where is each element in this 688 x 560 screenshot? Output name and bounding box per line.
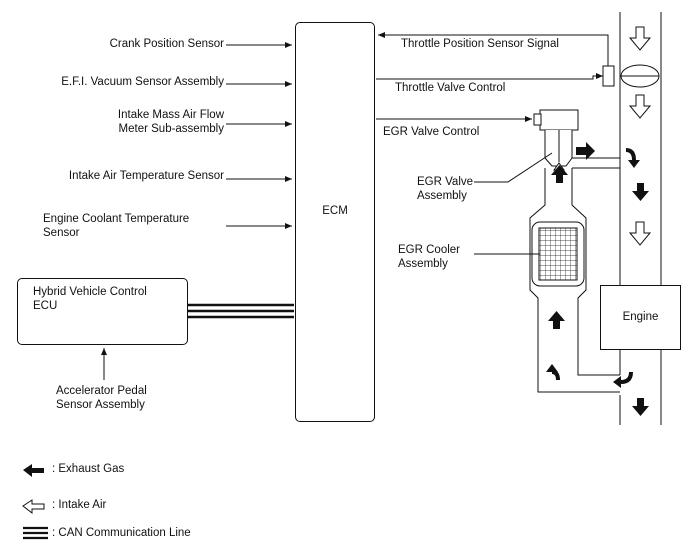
crank-position-sensor-label: Crank Position Sensor bbox=[109, 38, 224, 50]
egr-valve-control-label: EGR Valve Control bbox=[383, 126, 480, 138]
hybrid-ecu-box bbox=[17, 278, 188, 345]
egr-valve-leader bbox=[474, 152, 553, 183]
coolant-temp-sensor-label-line2: Sensor bbox=[43, 227, 80, 239]
maf-meter-label-line2: Meter Sub-assembly bbox=[118, 123, 224, 135]
accelerator-sensor-label-line1: Accelerator Pedal bbox=[56, 385, 147, 397]
egr-passage bbox=[529, 157, 620, 393]
throttle-position-sensor bbox=[602, 65, 615, 87]
egr-cooler-assembly-label-line1: EGR Cooler bbox=[398, 244, 460, 256]
ecm-box bbox=[295, 22, 375, 422]
ecm-label: ECM bbox=[322, 205, 348, 217]
engine-box bbox=[600, 285, 681, 350]
egr-valve-assembly-label-line1: EGR Valve bbox=[417, 176, 474, 188]
throttle-signal-line bbox=[378, 32, 609, 66]
exhaust-gas-arrows bbox=[546, 142, 649, 416]
legend-symbols bbox=[22, 464, 48, 540]
legend-intake-air: : Intake Air bbox=[52, 499, 107, 511]
intake-air-temp-sensor-label: Intake Air Temperature Sensor bbox=[68, 170, 224, 182]
egr-valve-assembly-label-line2: Assembly bbox=[417, 190, 467, 202]
can-legend-lines bbox=[23, 526, 48, 540]
legend-exhaust-gas: : Exhaust Gas bbox=[52, 463, 125, 475]
maf-meter-label-line1: Intake Mass Air Flow bbox=[117, 109, 224, 121]
can-communication-lines bbox=[187, 303, 294, 319]
hybrid-ecu-label-line1: Hybrid Vehicle Control bbox=[33, 286, 147, 298]
throttle-valve-control-label: Throttle Valve Control bbox=[395, 82, 506, 94]
engine-label: Engine bbox=[622, 311, 659, 323]
coolant-temp-sensor-label-line1: Engine Coolant Temperature bbox=[43, 213, 190, 225]
intake-legend-arrow bbox=[22, 499, 45, 515]
egr-cooler-assembly-label-line2: Assembly bbox=[398, 258, 448, 270]
efi-vacuum-sensor-label: E.F.I. Vacuum Sensor Assembly bbox=[61, 76, 224, 88]
throttle-control-line bbox=[376, 73, 603, 80]
exhaust-legend-arrow bbox=[23, 464, 44, 477]
legend-can-line: : CAN Communication Line bbox=[52, 527, 191, 539]
egr-valve-assembly bbox=[533, 109, 579, 171]
accelerator-sensor-label-line2: Sensor Assembly bbox=[56, 399, 145, 411]
throttle-position-signal-label: Throttle Position Sensor Signal bbox=[401, 38, 559, 50]
intake-air-arrows bbox=[628, 26, 652, 246]
hybrid-ecu-label-line2: ECU bbox=[33, 300, 58, 312]
